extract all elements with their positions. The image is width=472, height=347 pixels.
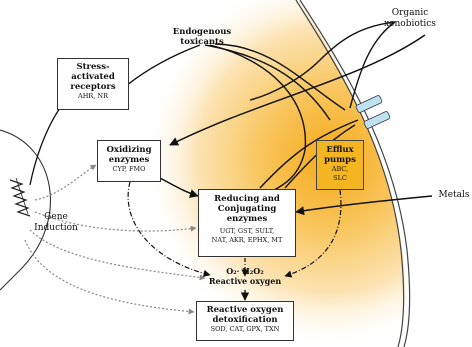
stress-activated-receptors-box: Stress- activated receptors AHR, NR bbox=[57, 58, 129, 110]
label-endogenous-toxicants: Endogenous toxicants bbox=[162, 27, 242, 47]
reducing-conjugating-enzymes-box: Reducing and Conjugating enzymes UGT, GS… bbox=[198, 189, 296, 257]
efflux-pumps-box: Efflux pumps ABC, SLC bbox=[316, 140, 364, 190]
label-metals: Metals bbox=[436, 190, 472, 200]
label-gene-induction: Gene Induction bbox=[26, 212, 86, 234]
label-organic-xenobiotics: Organic xenobiotics bbox=[375, 8, 445, 30]
label-reactive-oxygen: O₂· H₂O₂ Reactive oxygen bbox=[200, 266, 290, 286]
reactive-oxygen-detox-box: Reactive oxygen detoxification SOD, CAT,… bbox=[196, 301, 294, 341]
efflux-channel-upper bbox=[356, 95, 383, 113]
efflux-channel-lower bbox=[364, 111, 391, 129]
oxidizing-enzymes-box: Oxidizing enzymes CYP, FMO bbox=[97, 140, 161, 182]
